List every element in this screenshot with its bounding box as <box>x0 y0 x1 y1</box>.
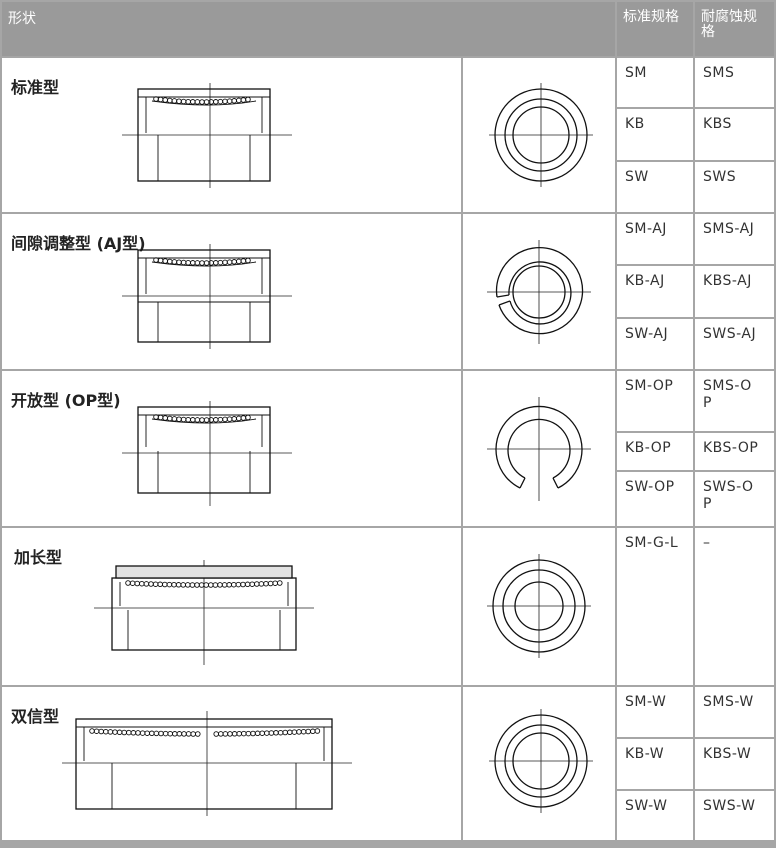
end-view-drawing-op <box>487 397 591 501</box>
row-2-type-name: 间隙调整型 (AJ型) <box>11 234 146 253</box>
row-5-corrosion-code-3: SWS-W <box>695 791 774 840</box>
row-4-end-view <box>463 528 615 685</box>
side-view-drawing-double <box>62 711 352 816</box>
side-view-drawing-long <box>94 560 314 665</box>
header-standard: 标准规格 <box>617 2 693 56</box>
row-4-side-view: 加长型 <box>2 528 461 685</box>
row-1-end-view <box>463 58 615 212</box>
row-5-standard-code-2: KB-W <box>617 739 693 789</box>
side-view-drawing-op <box>122 401 292 506</box>
header-corrosion: 耐腐蚀规格 <box>695 2 774 56</box>
row-3-end-view <box>463 371 615 526</box>
row-2-side-view: 间隙调整型 (AJ型) <box>2 214 461 369</box>
row-3-standard-code-1: SM-OP <box>617 371 693 431</box>
row-1-standard-code-2: KB <box>617 109 693 160</box>
side-view-drawing-standard <box>122 83 292 188</box>
row-1-side-view: 标准型 <box>2 58 461 212</box>
row-3-side-view: 开放型 (OP型) <box>2 371 461 526</box>
row-3-standard-code-2: KB-OP <box>617 433 693 470</box>
row-4-corrosion-code-1: – <box>695 528 774 685</box>
row-5-corrosion-code-1: SMS-W <box>695 687 774 737</box>
row-4-standard-code-1: SM-G-L <box>617 528 693 685</box>
side-view-drawing-aj <box>122 244 292 349</box>
end-view-drawing-long <box>487 554 591 658</box>
end-view-drawing-standard <box>489 83 593 187</box>
row-2-end-view <box>463 214 615 369</box>
row-5-type-name: 双信型 <box>11 707 60 726</box>
row-1-standard-code-1: SM <box>617 58 693 107</box>
row-3-corrosion-code-2: KBS-OP <box>695 433 774 470</box>
end-view-drawing-double <box>489 709 593 813</box>
header-shape: 形状 <box>2 2 615 56</box>
row-2-standard-code-2: KB-AJ <box>617 266 693 317</box>
row-5-side-view: 双信型 <box>2 687 461 840</box>
row-2-corrosion-code-2: KBS-AJ <box>695 266 774 317</box>
row-2-standard-code-3: SW-AJ <box>617 319 693 369</box>
row-2-standard-code-1: SM-AJ <box>617 214 693 264</box>
row-1-standard-code-3: SW <box>617 162 693 212</box>
row-5-standard-code-1: SM-W <box>617 687 693 737</box>
row-1-corrosion-code-3: SWS <box>695 162 774 212</box>
row-2-corrosion-code-1: SMS-AJ <box>695 214 774 264</box>
row-4-type-name: 加长型 <box>14 548 63 567</box>
end-view-drawing-aj <box>487 240 591 344</box>
row-5-corrosion-code-2: KBS-W <box>695 739 774 789</box>
row-5-end-view <box>463 687 615 840</box>
row-1-corrosion-code-1: SMS <box>695 58 774 107</box>
row-5-standard-code-3: SW-W <box>617 791 693 840</box>
row-3-corrosion-code-3: SWS-OP <box>695 472 774 526</box>
row-1-corrosion-code-2: KBS <box>695 109 774 160</box>
row-3-type-name: 开放型 (OP型) <box>11 391 121 410</box>
row-2-corrosion-code-3: SWS-AJ <box>695 319 774 369</box>
row-3-corrosion-code-1: SMS-OP <box>695 371 774 431</box>
row-3-standard-code-3: SW-OP <box>617 472 693 526</box>
row-1-type-name: 标准型 <box>11 78 60 97</box>
